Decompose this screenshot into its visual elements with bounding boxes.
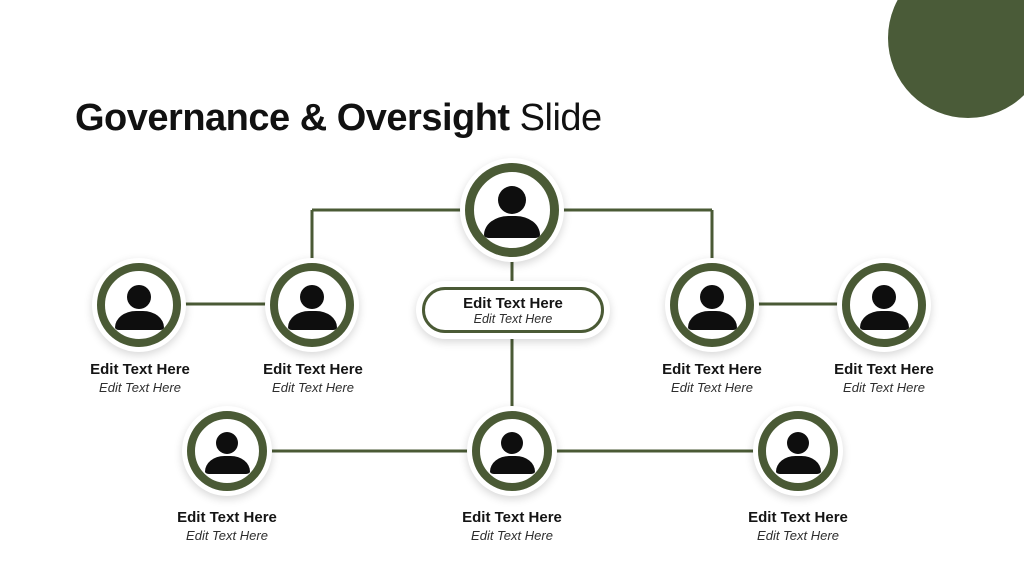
slide-title-bold: Governance & Oversight (75, 97, 510, 140)
node-label-subtitle: Edit Text Here (99, 380, 181, 395)
avatar-ring (758, 411, 838, 491)
center-text-pill[interactable]: Edit Text Here Edit Text Here (416, 281, 610, 339)
node-label-title: Edit Text Here (462, 509, 562, 526)
node-label-mid-right-2[interactable]: Edit Text Here Edit Text Here (804, 360, 964, 396)
person-icon (287, 284, 337, 330)
org-node-bottom-center[interactable] (467, 406, 557, 496)
org-node-mid-right-2[interactable] (837, 258, 931, 352)
node-label-subtitle: Edit Text Here (671, 380, 753, 395)
node-label-title: Edit Text Here (263, 361, 363, 378)
person-icon (489, 432, 535, 474)
avatar-ring (97, 263, 181, 347)
avatar-ring (187, 411, 267, 491)
node-label-title: Edit Text Here (834, 361, 934, 378)
org-node-bottom-left[interactable] (182, 406, 272, 496)
slide-title[interactable]: Governance & Oversight Slide (75, 97, 602, 140)
org-node-mid-left-2[interactable] (265, 258, 359, 352)
slide-title-light: Slide (519, 97, 603, 140)
person-icon (775, 432, 821, 474)
person-icon (859, 284, 909, 330)
person-icon (484, 186, 540, 238)
avatar-ring (472, 411, 552, 491)
node-label-mid-left-1[interactable]: Edit Text Here Edit Text Here (60, 360, 220, 396)
node-label-subtitle: Edit Text Here (272, 380, 354, 395)
node-label-subtitle: Edit Text Here (471, 528, 553, 543)
node-label-title: Edit Text Here (748, 509, 848, 526)
org-node-mid-right-1[interactable] (665, 258, 759, 352)
person-icon (114, 284, 164, 330)
avatar-ring (670, 263, 754, 347)
avatar-ring (270, 263, 354, 347)
node-label-mid-left-2[interactable]: Edit Text Here Edit Text Here (233, 360, 393, 396)
node-label-title: Edit Text Here (662, 361, 762, 378)
node-label-subtitle: Edit Text Here (757, 528, 839, 543)
avatar-ring (842, 263, 926, 347)
node-label-mid-right-1[interactable]: Edit Text Here Edit Text Here (632, 360, 792, 396)
org-node-top[interactable] (460, 158, 564, 262)
node-label-subtitle: Edit Text Here (186, 528, 268, 543)
node-label-bottom-center[interactable]: Edit Text Here Edit Text Here (432, 508, 592, 544)
org-node-mid-left-1[interactable] (92, 258, 186, 352)
person-icon (687, 284, 737, 330)
avatar-ring (465, 163, 559, 257)
node-label-bottom-left[interactable]: Edit Text Here Edit Text Here (147, 508, 307, 544)
person-icon (204, 432, 250, 474)
node-label-title: Edit Text Here (90, 361, 190, 378)
org-node-bottom-right[interactable] (753, 406, 843, 496)
node-label-title: Edit Text Here (177, 509, 277, 526)
pill-subtitle-text[interactable]: Edit Text Here (473, 311, 553, 326)
center-text-pill-border: Edit Text Here Edit Text Here (422, 287, 604, 333)
pill-title-text[interactable]: Edit Text Here (463, 294, 563, 312)
node-label-bottom-right[interactable]: Edit Text Here Edit Text Here (718, 508, 878, 544)
node-label-subtitle: Edit Text Here (843, 380, 925, 395)
